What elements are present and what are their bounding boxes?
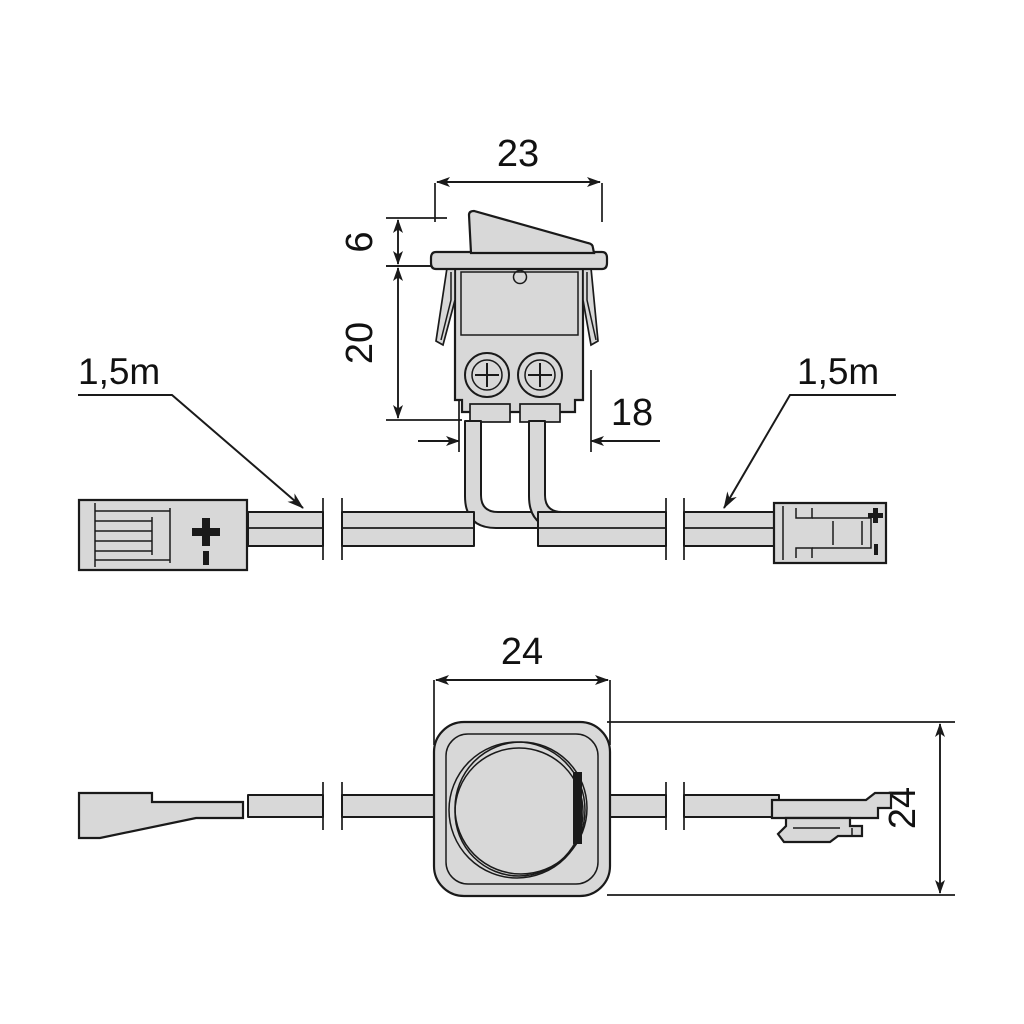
right-connector-body <box>772 501 888 565</box>
right-connector-notch-top <box>795 508 813 519</box>
mounting-clip-left-fold <box>440 272 452 341</box>
label-cable-right: 1,5m <box>723 351 896 509</box>
switch-housing-inner-panel <box>460 271 579 336</box>
rocker-marker-bar <box>573 772 582 844</box>
left-connector-ribs <box>95 510 170 561</box>
rocker-switch-front <box>429 209 609 423</box>
terminal-screw-right-inner <box>524 359 556 391</box>
switch-bezel-flange <box>429 250 609 271</box>
indicator-pin-hole <box>512 269 528 285</box>
dimension-width-23: 23 <box>434 133 603 222</box>
label-cable-left: 1,5m <box>78 351 304 509</box>
terminal-screw-right-outer <box>517 352 563 398</box>
rocker-switch-plan <box>432 720 612 898</box>
cable-run-front <box>247 498 780 560</box>
terminal-screw-left-inner <box>471 359 503 391</box>
switch-plan-inner-frame <box>445 733 599 885</box>
right-plug-connector <box>772 501 888 565</box>
dimension-depth-18: 18 <box>418 370 660 452</box>
plan-top-view: 24 24 <box>77 631 955 898</box>
right-connector-plus-symbol <box>868 508 883 523</box>
rocker-actuator <box>467 209 596 255</box>
leader-line-right <box>723 394 896 509</box>
dimension-width-24: 24 <box>433 631 611 745</box>
left-connector-side-view <box>77 791 245 840</box>
dimension-label-width-24: 24 <box>501 631 543 673</box>
right-connector-notch-bottom <box>795 547 813 558</box>
terminal-screw-right-cross <box>528 363 552 387</box>
cable-length-label-right: 1,5m <box>797 351 879 392</box>
terminal-screw-left-outer <box>464 352 510 398</box>
leader-line-left <box>78 394 304 509</box>
front-elevation-view: 23 6 20 18 <box>77 133 896 572</box>
dimension-height-20: 20 <box>339 265 462 421</box>
switch-housing <box>453 264 585 414</box>
right-connector-minus-symbol <box>874 544 878 555</box>
left-connector-side-body <box>77 791 245 840</box>
left-plug-connector <box>77 498 249 572</box>
dimension-label-6: 6 <box>339 231 381 252</box>
rocker-ring-inner <box>454 747 584 877</box>
cable-right-midsegment <box>537 511 667 547</box>
right-connector-latch-arm <box>776 816 864 844</box>
dimension-height-24: 24 <box>607 721 955 896</box>
switch-plan-outer-frame <box>432 720 612 898</box>
dimension-label-18: 18 <box>611 392 653 434</box>
right-connector-side-view <box>770 791 893 844</box>
cable-length-label-left: 1,5m <box>78 351 160 392</box>
terminal-tab-right <box>519 403 561 423</box>
polarity-minus-symbol <box>203 551 209 565</box>
terminal-tab-left <box>469 403 511 423</box>
cable-to-right-connector <box>683 511 780 547</box>
right-connector-inner-frame <box>812 517 872 549</box>
plan-cable-left-b <box>341 794 441 818</box>
mounting-clip-right-fold <box>586 272 597 341</box>
terminal-screw-left-cross <box>475 363 499 387</box>
plan-cable-right-a <box>603 794 667 818</box>
dimension-label-20: 20 <box>339 322 381 364</box>
dimension-label-23: 23 <box>497 133 539 175</box>
cable-left-midsegment <box>341 511 475 547</box>
polarity-plus-symbol <box>192 518 220 546</box>
plan-cable-left-a <box>247 794 324 818</box>
cable-to-left-connector <box>247 511 324 547</box>
plan-cable-right-b <box>683 794 780 818</box>
